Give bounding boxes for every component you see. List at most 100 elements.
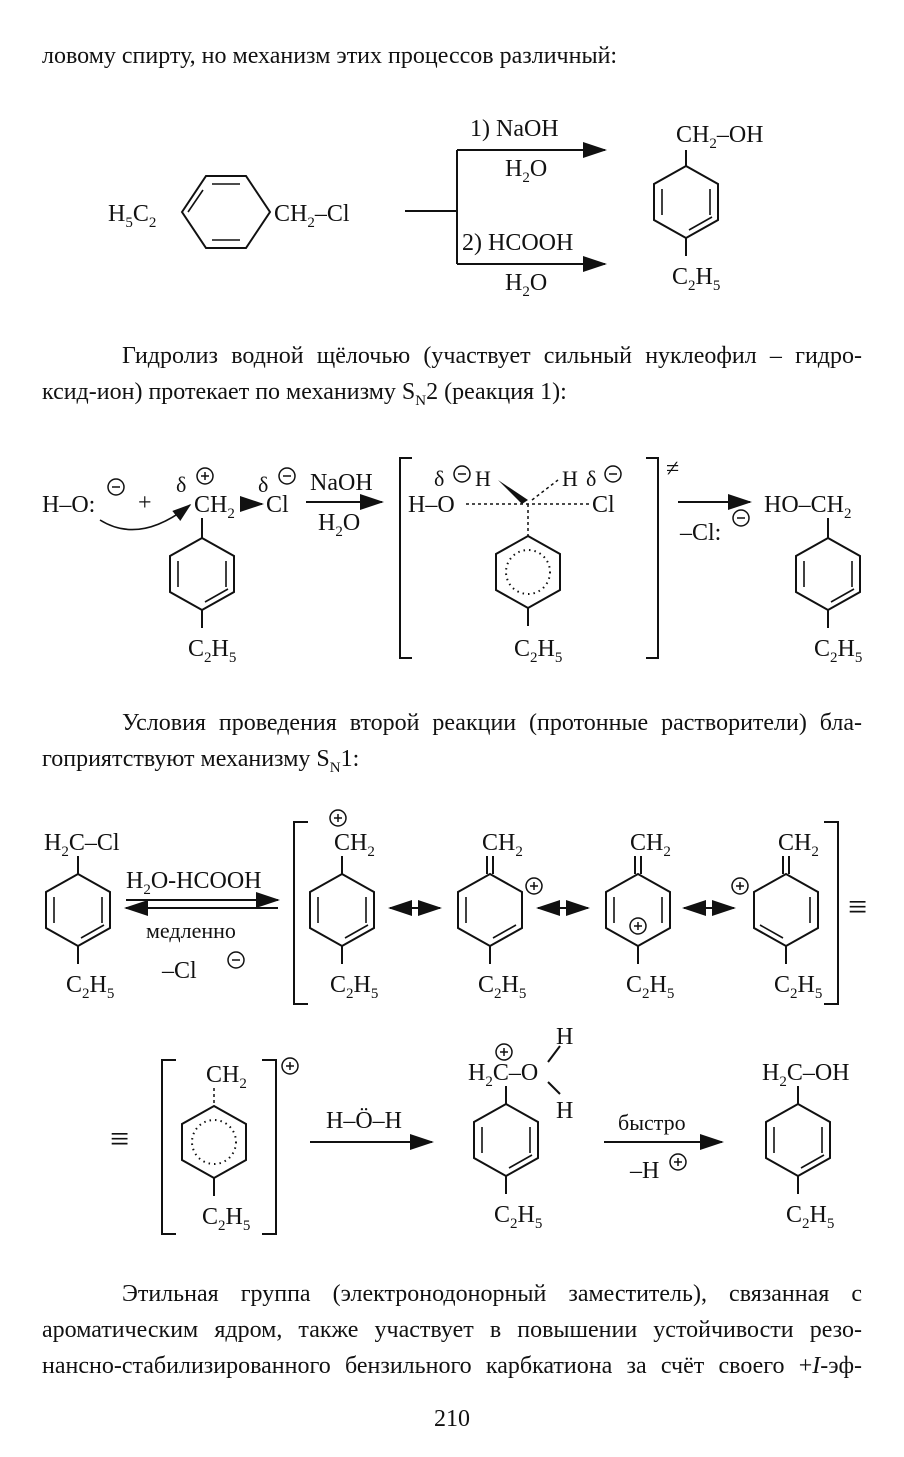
exo-ch2-4: CH2 bbox=[778, 830, 819, 860]
start-ring-sn1 bbox=[45, 856, 111, 964]
ts-hydrogen-left: H bbox=[475, 466, 491, 491]
ethyl-ts: C2H5 bbox=[514, 636, 562, 666]
curved-attack-arrow bbox=[99, 504, 192, 531]
scheme-sn1-completion: ≡ CH2 C2H5 H–Ö–H H2C–O H H C2H5 быстро –… bbox=[110, 1024, 850, 1235]
paragraph-bottom-line1: Этильная группа (электронодонорный замес… bbox=[122, 1281, 862, 1307]
plus-charge-icon bbox=[281, 1057, 299, 1075]
ts-chlorine: Cl bbox=[592, 492, 615, 518]
ethyl-final: C2H5 bbox=[786, 1202, 834, 1232]
ts-bracket-right bbox=[646, 457, 659, 659]
reagent-water: H2O bbox=[318, 510, 360, 540]
scheme-sn2-mechanism: H–O: + δ CH2 Cl δ C2H5 NaOH H2O ≠ δ H H … bbox=[42, 456, 862, 666]
hybrid-ch2: CH2 bbox=[206, 1062, 247, 1092]
final-hydroxymethyl: H2C–OH bbox=[762, 1060, 850, 1090]
ethyl-res-4: C2H5 bbox=[774, 972, 822, 1002]
ethyl-sn2-product: C2H5 bbox=[814, 636, 862, 666]
scheme-sn1-resonance: H2C–Cl C2H5 H2O-HCOOH медленно –Cl CH2 C… bbox=[44, 809, 867, 1005]
product-ethyl: C2H5 bbox=[672, 264, 720, 294]
minus-charge-icon bbox=[453, 465, 471, 483]
resonance-bracket-left bbox=[293, 821, 308, 1005]
paragraph-sn2-line1: Гидролиз водной щёлочью (участвует сильн… bbox=[122, 343, 862, 369]
water-attack: H–Ö–H bbox=[326, 1108, 402, 1134]
product-ring-sn2 bbox=[795, 518, 861, 628]
ethyl-res-3: C2H5 bbox=[626, 972, 674, 1002]
equivalence-sign: ≡ bbox=[848, 889, 867, 926]
plus-charge-icon bbox=[329, 809, 347, 827]
oxonium-h-bottom: H bbox=[556, 1098, 573, 1124]
plus-charge-icon bbox=[629, 917, 647, 935]
paragraph-bottom-line3: нансно-стабилизированного бензильного ка… bbox=[42, 1353, 862, 1379]
ts-benzene-ring bbox=[495, 534, 561, 626]
ts-delta-right: δ bbox=[586, 466, 596, 491]
start-chloromethyl: H2C–Cl bbox=[44, 830, 120, 860]
resonance-ring-3 bbox=[605, 856, 671, 964]
ts-delta-left: δ bbox=[434, 466, 444, 491]
plus-charge-icon bbox=[196, 467, 214, 485]
reactant-benzene-ring bbox=[180, 175, 272, 249]
chloromethyl-group: CH2–Cl bbox=[274, 201, 350, 231]
condition-1-bottom: H2O bbox=[505, 156, 547, 186]
intro-line: ловому спирту, но механизм этих процессо… bbox=[42, 43, 618, 69]
reagent-h2o-hcooh: H2O-HCOOH bbox=[126, 868, 262, 898]
paragraph-sn1-line1: Условия проведения второй реакции (прото… bbox=[122, 710, 862, 736]
resonance-ring-1 bbox=[309, 856, 375, 964]
oxonium-ring bbox=[473, 1086, 539, 1194]
chloride-leaving: –Cl bbox=[161, 958, 197, 984]
page-number: 210 bbox=[434, 1406, 470, 1432]
ch2-group: CH2 bbox=[194, 492, 235, 522]
hybrid-ring bbox=[181, 1088, 247, 1196]
hydroxide-nucleophile: H–O: bbox=[42, 492, 95, 518]
ethyl-hybrid: C2H5 bbox=[202, 1204, 250, 1234]
oxonium-h-top: H bbox=[556, 1024, 573, 1050]
minus-charge-icon bbox=[604, 465, 622, 483]
product-benzene-ring bbox=[653, 150, 719, 256]
condition-2-top: 2) HCOOH bbox=[462, 230, 573, 256]
exo-ch2-3: CH2 bbox=[630, 830, 671, 860]
ethyl-res-1: C2H5 bbox=[330, 972, 378, 1002]
proton-loss: –H bbox=[629, 1158, 659, 1184]
minus-charge-icon bbox=[732, 509, 750, 527]
reagent-naoh: NaOH bbox=[310, 470, 373, 496]
ethyl-res-2: C2H5 bbox=[478, 972, 526, 1002]
plus-charge-icon bbox=[525, 877, 543, 895]
plus-charge-icon bbox=[731, 877, 749, 895]
chlorine: Cl bbox=[266, 492, 289, 518]
exo-ch2-2: CH2 bbox=[482, 830, 523, 860]
ts-bracket-left bbox=[399, 457, 412, 659]
delta-plus-label: δ bbox=[176, 472, 186, 497]
leaving-chloride: –Cl: bbox=[679, 520, 721, 546]
resonance-bracket-right bbox=[824, 821, 839, 1005]
minus-charge-icon bbox=[278, 467, 296, 485]
carbocation-ch2: CH2 bbox=[334, 830, 375, 860]
reactant-ring-sn2 bbox=[169, 518, 235, 628]
slow-label: медленно bbox=[146, 918, 236, 943]
product-ho-ch2: HO–CH2 bbox=[764, 492, 852, 522]
oxonium-group: H2C–O bbox=[468, 1060, 538, 1090]
paragraph-sn2-line2: ксид-ион) протекает по механизму SN2 (ре… bbox=[42, 379, 567, 409]
minus-charge-icon bbox=[107, 478, 125, 496]
transition-state-mark: ≠ bbox=[666, 456, 679, 482]
product-hydroxymethyl: CH2–OH bbox=[676, 122, 764, 152]
ethyl-oxonium: C2H5 bbox=[494, 1202, 542, 1232]
hybrid-bracket-left bbox=[161, 1059, 176, 1235]
ts-hydroxyl: H–O bbox=[408, 492, 455, 518]
ethyl-sn1-start: C2H5 bbox=[66, 972, 114, 1002]
paragraph-bottom-line2: ароматическим ядром, также участвует в п… bbox=[42, 1317, 862, 1343]
condition-1-top: 1) NaOH bbox=[470, 116, 559, 142]
hybrid-bracket-right bbox=[262, 1059, 277, 1235]
paragraph-sn1-line2: гоприятствуют механизму SN1: bbox=[42, 746, 360, 776]
final-ring bbox=[765, 1086, 831, 1194]
ethyl-left: H5C2 bbox=[108, 201, 156, 231]
ts-hydrogen-right: H bbox=[562, 466, 578, 491]
resonance-ring-2 bbox=[457, 856, 523, 964]
plus-sign: + bbox=[138, 490, 152, 516]
scheme-general-hydrolysis: H5C2 CH2–Cl 1) NaOH H2O 2) HCOOH H2O CH2… bbox=[108, 116, 764, 300]
minus-charge-icon bbox=[227, 951, 245, 969]
condition-2-bottom: H2O bbox=[505, 270, 547, 300]
resonance-ring-4 bbox=[753, 856, 819, 964]
plus-charge-icon bbox=[495, 1043, 513, 1061]
fast-label: быстро bbox=[618, 1110, 686, 1135]
equivalence-sign-2: ≡ bbox=[110, 1121, 129, 1158]
ethyl-sn2-reactant: C2H5 bbox=[188, 636, 236, 666]
plus-charge-icon bbox=[669, 1153, 687, 1171]
